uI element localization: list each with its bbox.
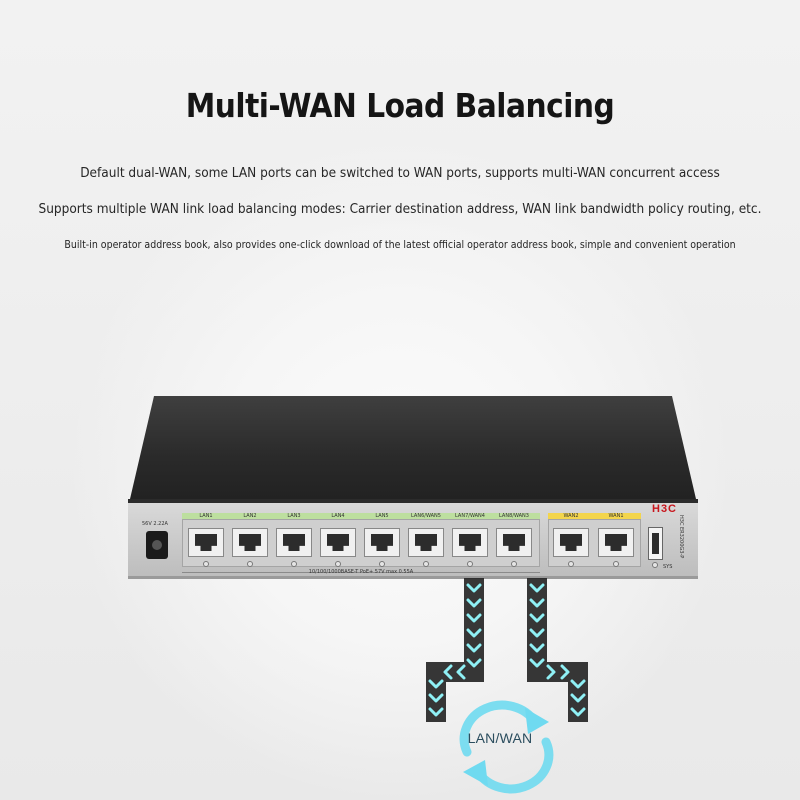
port-label-lan4: LAN4 xyxy=(331,513,345,519)
usb-port-icon xyxy=(648,527,663,560)
ethernet-port-lan4 xyxy=(320,528,356,557)
sys-label: SYS xyxy=(663,564,673,570)
cycle-arrowhead-bottom xyxy=(463,760,488,786)
port-led xyxy=(203,561,209,567)
page-title: Multi-WAN Load Balancing xyxy=(185,86,615,125)
feature-line-1: Default dual-WAN, some LAN ports can be … xyxy=(80,165,720,181)
ethernet-port-lan5 xyxy=(364,528,400,557)
wan-label-stripe xyxy=(548,513,641,519)
lan-label-stripe xyxy=(182,513,540,519)
port-label-lan7: LAN7/WAN4 xyxy=(455,513,485,519)
feature-line-2: Supports multiple WAN link load balancin… xyxy=(38,201,762,217)
ethernet-port-wan1 xyxy=(598,528,634,557)
cycle-arrows-icon xyxy=(459,700,554,794)
ethernet-port-lan7 xyxy=(452,528,488,557)
port-label-lan5: LAN5 xyxy=(375,513,389,519)
ethernet-port-lan3 xyxy=(276,528,312,557)
feature-line-3: Built-in operator address book, also pro… xyxy=(64,239,736,251)
port-led xyxy=(568,561,574,567)
port-label-lan1: LAN1 xyxy=(199,513,213,519)
port-led xyxy=(335,561,341,567)
port-label-lan2: LAN2 xyxy=(243,513,257,519)
port-led xyxy=(247,561,253,567)
port-label-lan6: LAN6/WAN5 xyxy=(411,513,441,519)
sys-led xyxy=(652,562,658,568)
ethernet-port-wan2 xyxy=(553,528,589,557)
port-led xyxy=(379,561,385,567)
port-label-lan3: LAN3 xyxy=(287,513,301,519)
model-label: H3C ER3200G3-P xyxy=(678,515,684,559)
port-label-lan8: LAN8/WAN3 xyxy=(499,513,529,519)
port-label-wan1: WAN1 xyxy=(608,513,624,519)
port-led xyxy=(613,561,619,567)
brand-logo: H3C xyxy=(652,503,678,515)
port-led xyxy=(423,561,429,567)
ethernet-port-lan1 xyxy=(188,528,224,557)
lan-wan-label: LAN/WAN xyxy=(467,730,533,746)
port-led xyxy=(291,561,297,567)
poe-bracket-line xyxy=(182,572,540,573)
ethernet-port-lan6 xyxy=(408,528,444,557)
port-led xyxy=(467,561,473,567)
right-flow-band xyxy=(527,578,588,722)
ethernet-port-lan2 xyxy=(232,528,268,557)
port-led xyxy=(511,561,517,567)
power-jack-icon xyxy=(146,531,168,559)
power-label: 56V 2.22A xyxy=(142,521,168,527)
left-flow-band xyxy=(426,578,484,722)
poe-caption: 10/100/1000BASE-T PoE+ 57V max 0.55A xyxy=(308,569,414,575)
port-label-wan2: WAN2 xyxy=(563,513,579,519)
router-lid xyxy=(130,396,696,499)
cycle-arrowhead-top xyxy=(525,708,549,734)
ethernet-port-lan8 xyxy=(496,528,532,557)
